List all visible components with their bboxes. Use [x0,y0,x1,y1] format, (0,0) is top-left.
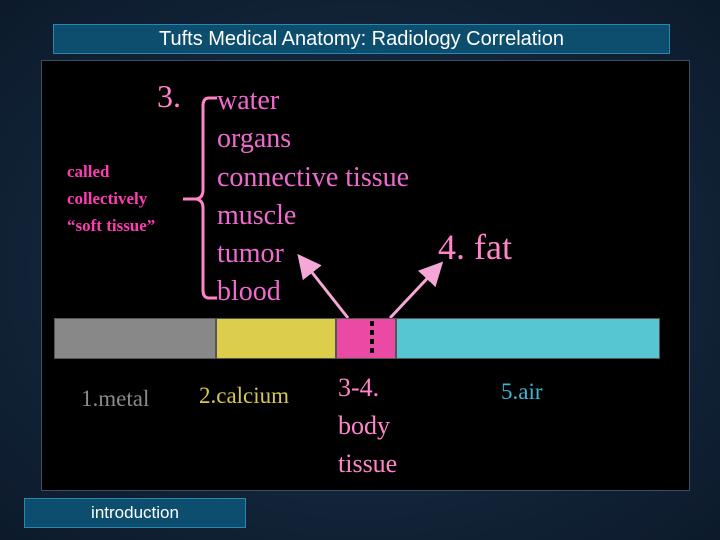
tissue-item-blood: blood [217,276,281,308]
label-metal: 1.metal [81,386,150,411]
body-label-line-3: tissue [338,449,398,478]
soft-tissue-fat-divider [370,321,374,357]
tissue-item-organs: organs [217,123,292,155]
tissue-item-connective: connective tissue [217,161,410,193]
arrow-to-soft-tissue [297,253,350,319]
soft-tissue-brace [195,96,217,300]
section-footer[interactable]: introduction [24,498,246,528]
label-calcium: 2.calcium [199,383,290,408]
note-line-3: “soft tissue” [67,216,156,235]
tissue-item-tumor: tumor [217,238,284,270]
soft-tissue-list: water organs connective tissue muscle tu… [217,82,409,312]
tissue-item-water: water [217,85,280,116]
density-bar-air [396,318,660,359]
slide-title: Tufts Medical Anatomy: Radiology Correla… [53,24,670,54]
soft-tissue-note: called collectively “soft tissue” [67,158,155,239]
tissue-item-muscle: muscle [217,199,297,231]
soft-tissue-number: 3. [157,78,181,114]
density-bar-calcium [216,318,336,359]
content-panel [41,60,690,491]
note-line-2: collectively [67,189,148,208]
note-line-1: called [67,162,110,181]
density-bar-metal [54,318,216,359]
body-label-line-2: body [338,411,390,440]
arrow-to-fat [388,261,444,320]
density-bar-body-tissue [336,318,396,359]
label-body-tissue: 3-4. body tissue [338,369,397,483]
fat-label: 4. fat [438,227,512,267]
label-air: 5.air [501,379,543,404]
body-label-line-1: 3-4. [338,373,380,402]
